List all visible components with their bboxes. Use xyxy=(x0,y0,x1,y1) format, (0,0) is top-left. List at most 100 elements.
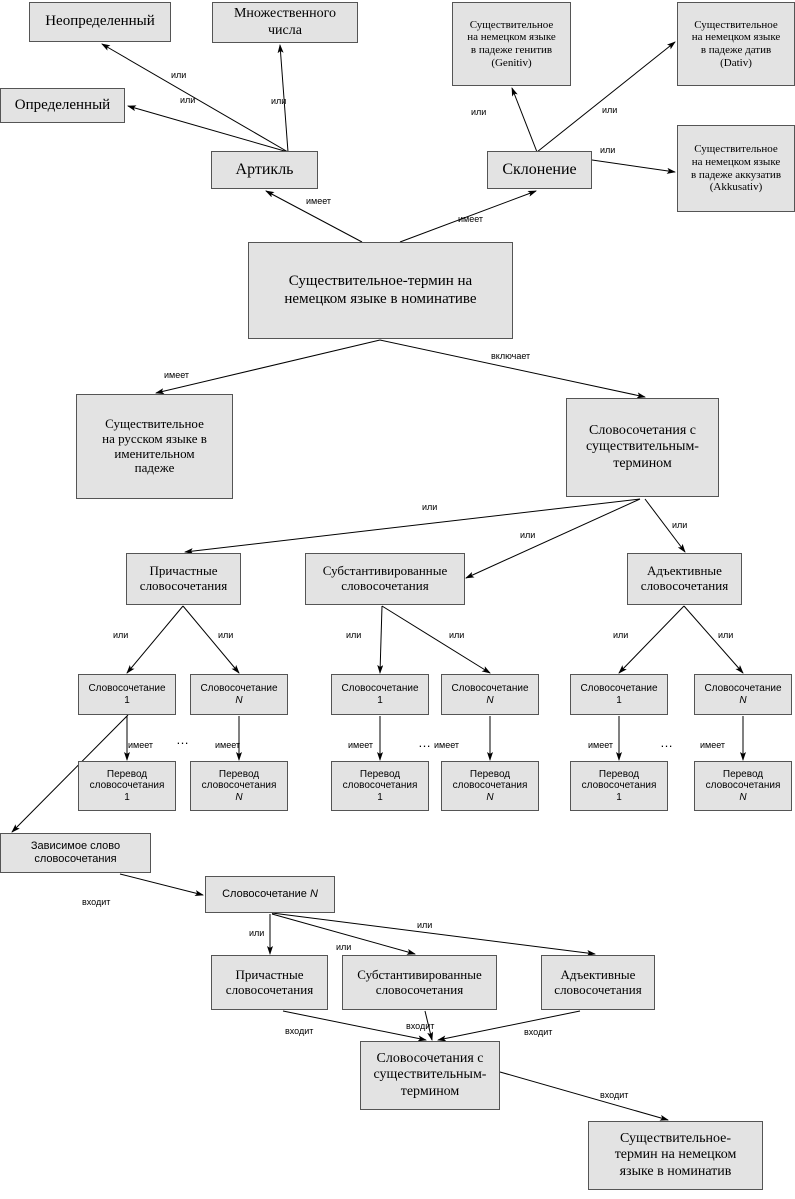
edge-adjectival-to-a-phrase-N xyxy=(683,605,744,674)
edge-label-e32: входит xyxy=(406,1021,435,1031)
edge-substantivized-to-s-phrase-N xyxy=(381,605,491,674)
edge-label-e27: входит xyxy=(82,897,111,907)
edge-label-e23: имеет xyxy=(434,740,460,750)
node-definite[interactable]: Определенный xyxy=(0,88,125,123)
edge-label-e5: или xyxy=(602,105,618,115)
edge-label-e18: или xyxy=(613,630,629,640)
edge-label-e6: или xyxy=(600,145,616,155)
edge-label-e21: имеет xyxy=(215,740,241,750)
edge-label-e2: или xyxy=(180,95,196,105)
node-label-artikel: Артикль xyxy=(235,160,294,178)
edge-main-term-to-phrases-with-term xyxy=(379,339,646,399)
edge-label-e7: имеет xyxy=(306,196,332,206)
edge-label-e16: или xyxy=(346,630,362,640)
edge-label-e25: имеет xyxy=(700,740,726,750)
edge-label-e9: имеет xyxy=(164,370,190,380)
edge-label-e33: входит xyxy=(524,1027,553,1037)
edge-phrases-with-term-2-to-main-term-2 xyxy=(499,1071,669,1121)
ellipsis-ell-2: … xyxy=(418,735,432,750)
node-sklonenie[interactable]: Склонение xyxy=(487,151,592,189)
edge-label-e30: или xyxy=(417,920,433,930)
edge-dependent-word-to-phrase-N-bottom xyxy=(119,873,204,896)
edge-sklonenie-to-genitiv xyxy=(511,87,538,153)
node-artikel[interactable]: Артикль xyxy=(211,151,318,189)
node-indefinite[interactable]: Неопределенный xyxy=(29,2,171,42)
edge-label-e15: или xyxy=(218,630,234,640)
node-phrase-N-bottom[interactable]: Словосочетание N xyxy=(205,876,335,913)
edge-label-e29: или xyxy=(336,942,352,952)
edge-label-e34: входит xyxy=(600,1090,629,1100)
edge-phrases-with-term-to-participial xyxy=(184,498,641,555)
edge-label-e3: или xyxy=(271,96,287,106)
edge-label-e17: или xyxy=(449,630,465,640)
node-label-indefinite: Неопределенный xyxy=(45,13,155,30)
node-label-definite: Определенный xyxy=(14,96,111,113)
edge-substantivized-to-s-phrase-1 xyxy=(377,605,384,674)
ellipsis-ell-3: … xyxy=(660,735,674,750)
edge-artikel-to-definite xyxy=(127,105,289,153)
edge-label-e1: или xyxy=(171,70,187,80)
edge-label-e11: или xyxy=(422,502,438,512)
edge-label-e10: включает xyxy=(491,351,531,361)
edge-label-e12: или xyxy=(520,530,536,540)
edge-label-e28: или xyxy=(249,928,265,938)
edge-label-e19: или xyxy=(718,630,734,640)
edge-label-e20: имеет xyxy=(128,740,154,750)
edge-phrases-with-term-to-substantivized xyxy=(465,498,641,579)
